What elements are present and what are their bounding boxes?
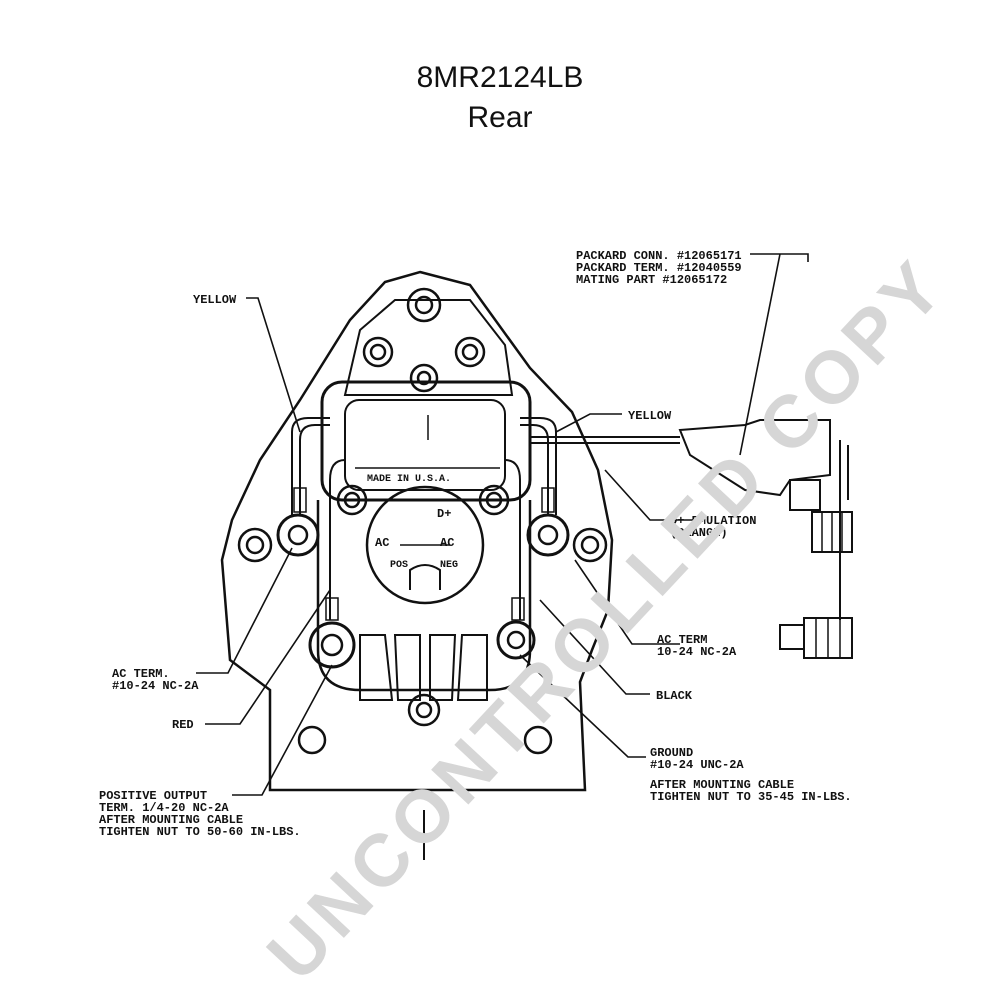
positive-output-spec: TERM. 1/4-20 NC-2A <box>99 801 229 815</box>
part-number-title: 8MR2124LB <box>416 61 584 94</box>
rectifier-plate <box>316 485 532 692</box>
uncontrolled-copy-watermark: UNCONTROLLED COPY <box>251 242 962 996</box>
neg-label: NEG <box>440 560 458 571</box>
ac-term-right-label: AC TERM <box>657 633 707 647</box>
packard-term-label: PACKARD TERM. #12040559 <box>576 261 742 275</box>
ac-term-right-spec: 10-24 NC-2A <box>657 645 737 659</box>
view-subtitle: Rear <box>467 101 533 134</box>
positive-output-label: POSITIVE OUTPUT <box>99 789 207 803</box>
black-label: BLACK <box>656 689 693 703</box>
terminals <box>276 513 570 669</box>
packard-connector <box>530 419 853 659</box>
title-block: 8MR2124LB Rear <box>0 58 1000 138</box>
packard-conn-label: PACKARD CONN. #12065171 <box>576 249 742 263</box>
ground-spec: #10-24 UNC-2A <box>650 758 744 772</box>
made-in-label: MADE IN U.S.A. <box>367 474 451 485</box>
ac-left-label: AC <box>375 536 389 550</box>
ground-note-1: AFTER MOUNTING CABLE <box>650 778 794 792</box>
wire-harness <box>291 417 557 621</box>
mating-part-label: MATING PART #12065172 <box>576 273 727 287</box>
d-plus-label: D+ <box>437 507 451 521</box>
yellow-left-label: YELLOW <box>193 293 237 307</box>
leader-lines <box>196 253 809 796</box>
ac-right-label: AC <box>440 536 454 550</box>
d-plus-emulation-label: D+ EMULATION <box>670 514 756 528</box>
ac-term-left-label: AC TERM. <box>112 667 170 681</box>
regulator-housing <box>320 380 532 502</box>
mounting-holes <box>237 287 608 755</box>
orange-label: (ORANGE) <box>670 526 728 540</box>
ground-label: GROUND <box>650 746 693 760</box>
yellow-right-label: YELLOW <box>628 409 672 423</box>
positive-output-note-2: TIGHTEN NUT TO 50-60 IN-LBS. <box>99 825 301 839</box>
ac-term-left-spec: #10-24 NC-2A <box>112 679 199 693</box>
ground-note-2: TIGHTEN NUT TO 35-45 IN-LBS. <box>650 790 852 804</box>
pos-label: POS <box>390 560 408 571</box>
positive-output-note-1: AFTER MOUNTING CABLE <box>99 813 243 827</box>
vent-slots <box>359 634 488 701</box>
red-label: RED <box>172 718 194 732</box>
